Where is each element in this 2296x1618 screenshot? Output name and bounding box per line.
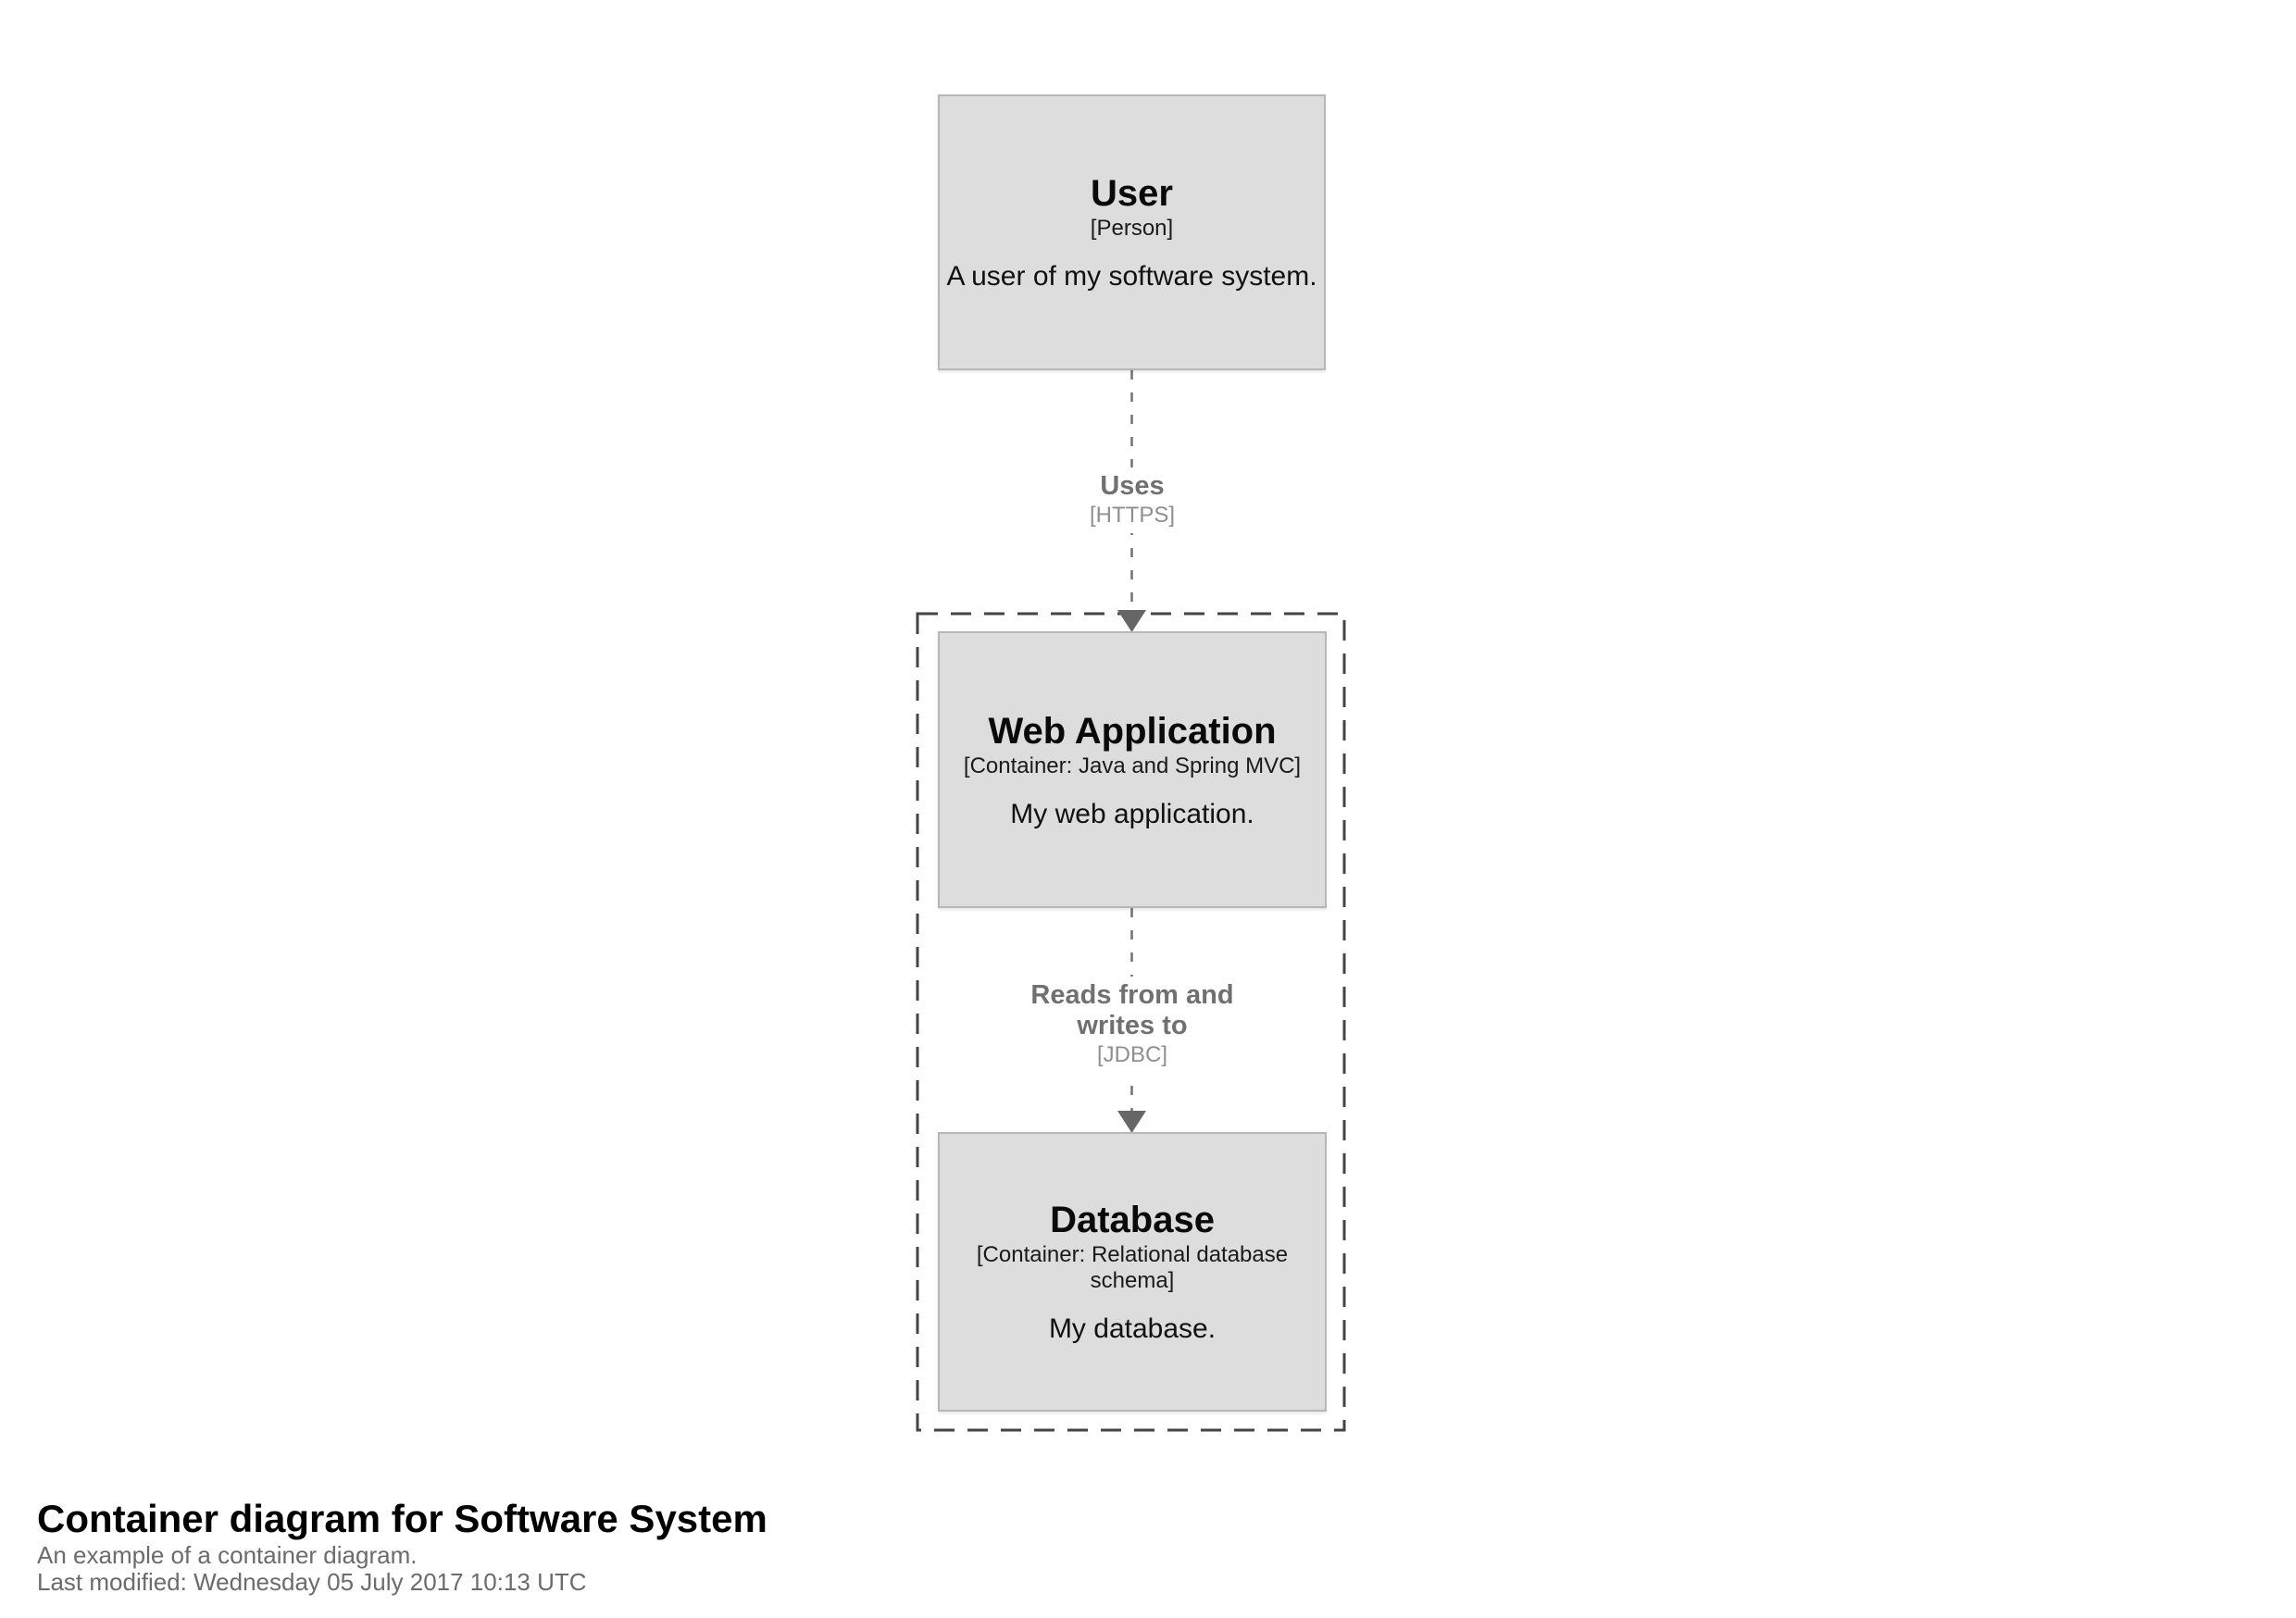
uses-arrowhead-icon	[1117, 610, 1146, 632]
node-user-description: A user of my software system.	[946, 261, 1317, 292]
node-user: User [Person] A user of my software syst…	[938, 94, 1326, 370]
relationship-reads-writes-technology: [JDBC]	[1096, 1042, 1167, 1067]
node-database-meta: [Container: Relational database schema]	[976, 1242, 1289, 1293]
node-database: Database [Container: Relational database…	[938, 1132, 1327, 1412]
node-database-description: My database.	[1048, 1313, 1217, 1344]
node-web-application-meta: [Container: Java and Spring MVC]	[963, 753, 1302, 778]
reads-writes-arrowhead-icon	[1117, 1111, 1146, 1133]
diagram-footer: Container diagram for Software System An…	[37, 1496, 767, 1596]
node-user-title: User	[1091, 173, 1173, 214]
node-user-meta: [Person]	[1090, 216, 1174, 241]
relationship-label-reads-writes: Reads from and writes to [JDBC]	[1017, 977, 1248, 1073]
relationship-uses-technology: [HTTPS]	[1089, 503, 1176, 528]
relationship-reads-writes-text: Reads from and writes to	[1030, 980, 1234, 1040]
relationship-label-uses: Uses [HTTPS]	[1079, 467, 1185, 533]
relationship-uses-text: Uses	[1100, 471, 1165, 501]
node-web-application-title: Web Application	[988, 710, 1277, 752]
diagram-title: Container diagram for Software System	[37, 1497, 767, 1540]
node-web-application-description: My web application.	[1010, 798, 1254, 829]
node-web-application: Web Application [Container: Java and Spr…	[938, 631, 1327, 908]
diagram-last-modified: Last modified: Wednesday 05 July 2017 10…	[37, 1568, 587, 1596]
diagram-subtitle: An example of a container diagram.	[37, 1541, 418, 1569]
node-database-title: Database	[1050, 1200, 1215, 1240]
